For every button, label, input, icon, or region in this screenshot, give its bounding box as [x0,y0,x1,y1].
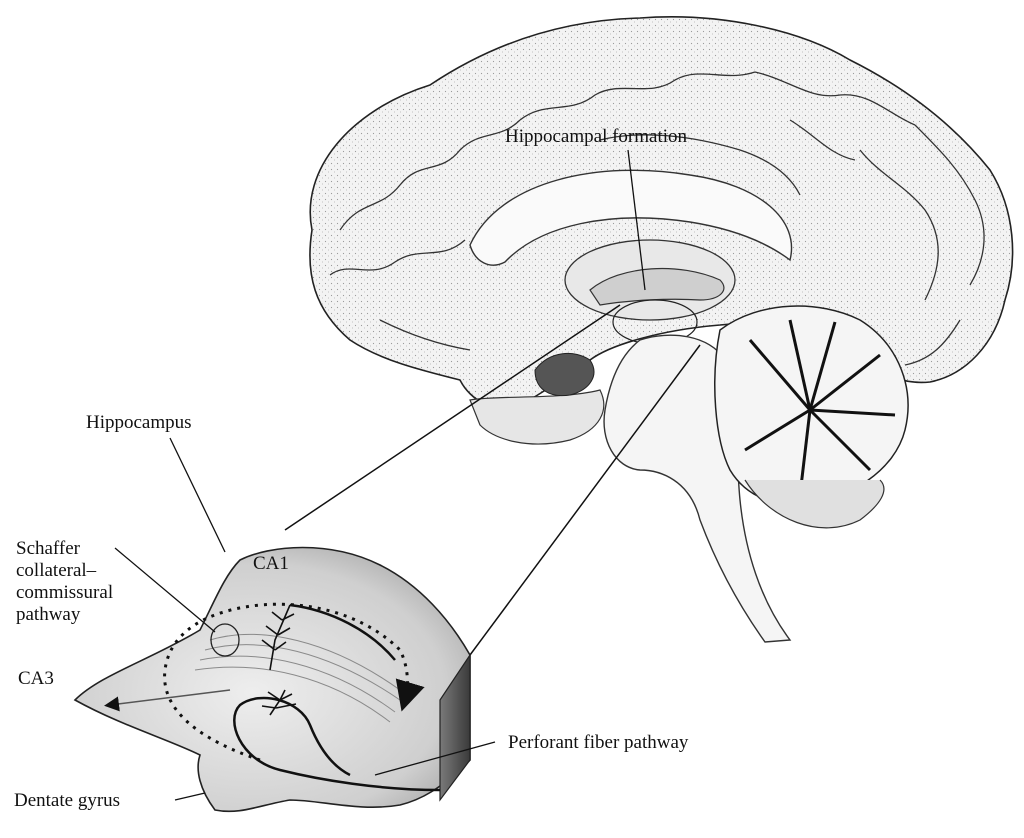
brain-sagittal-illustration [309,16,1014,643]
fiber-layers [194,633,401,723]
hippocampal-formation-label: Hippocampal formation [505,126,688,147]
schaffer-dotted-path [163,602,425,762]
zoom-lines [284,304,701,656]
hippocampal-slice [73,546,471,813]
corpus-callosum [469,169,793,266]
perforant-pathway-label: Perforant fiber pathway [508,732,689,753]
cerebellum [714,305,909,529]
perforant-solid-path [233,696,441,792]
neuron-trees [261,604,297,716]
slice-cut-face [439,653,471,802]
gyri-lines [329,71,985,366]
hippocampal-formation-region [589,267,725,306]
ca1-label: CA1 [253,553,289,574]
dentate-gyrus-label: Dentate gyrus [14,790,121,811]
slice-body [73,546,471,813]
ca3-label: CA3 [18,668,54,689]
hippocampus-label: Hippocampus [86,412,192,433]
schaffer-pathway-label: Schaffer collateral– commissural pathway [16,538,114,625]
label-leaders [114,149,646,801]
